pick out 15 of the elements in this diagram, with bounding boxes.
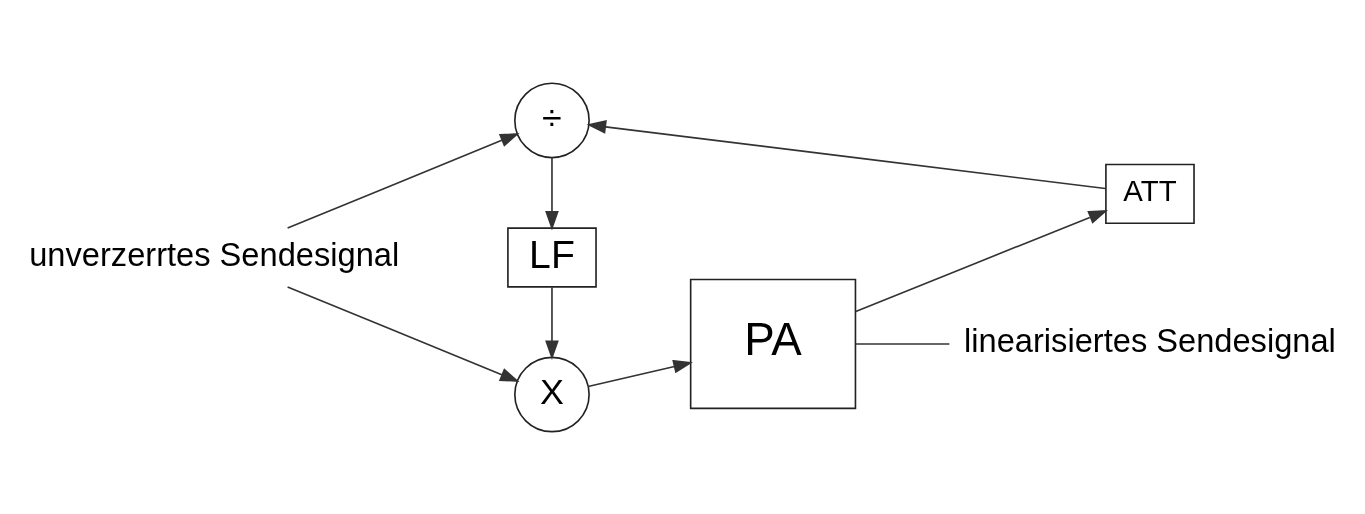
- node-box: LF: [507, 226, 597, 288]
- connector: [854, 342, 951, 345]
- node-box: PA: [689, 278, 857, 409]
- arrow: [854, 209, 1108, 312]
- arrow: [587, 359, 693, 387]
- node-text: unverzerrtes Sendesignal: [29, 235, 400, 273]
- arrow: [545, 156, 559, 231]
- node-box: ATT: [1105, 163, 1195, 224]
- arrow: [286, 132, 520, 229]
- arrow: [286, 285, 520, 382]
- node-text: linearisiertes Sendesignal: [964, 321, 1336, 359]
- node-circle: X: [514, 356, 590, 432]
- arrow: [586, 119, 1107, 189]
- arrow: [545, 285, 559, 360]
- node-circle: ÷: [514, 82, 590, 158]
